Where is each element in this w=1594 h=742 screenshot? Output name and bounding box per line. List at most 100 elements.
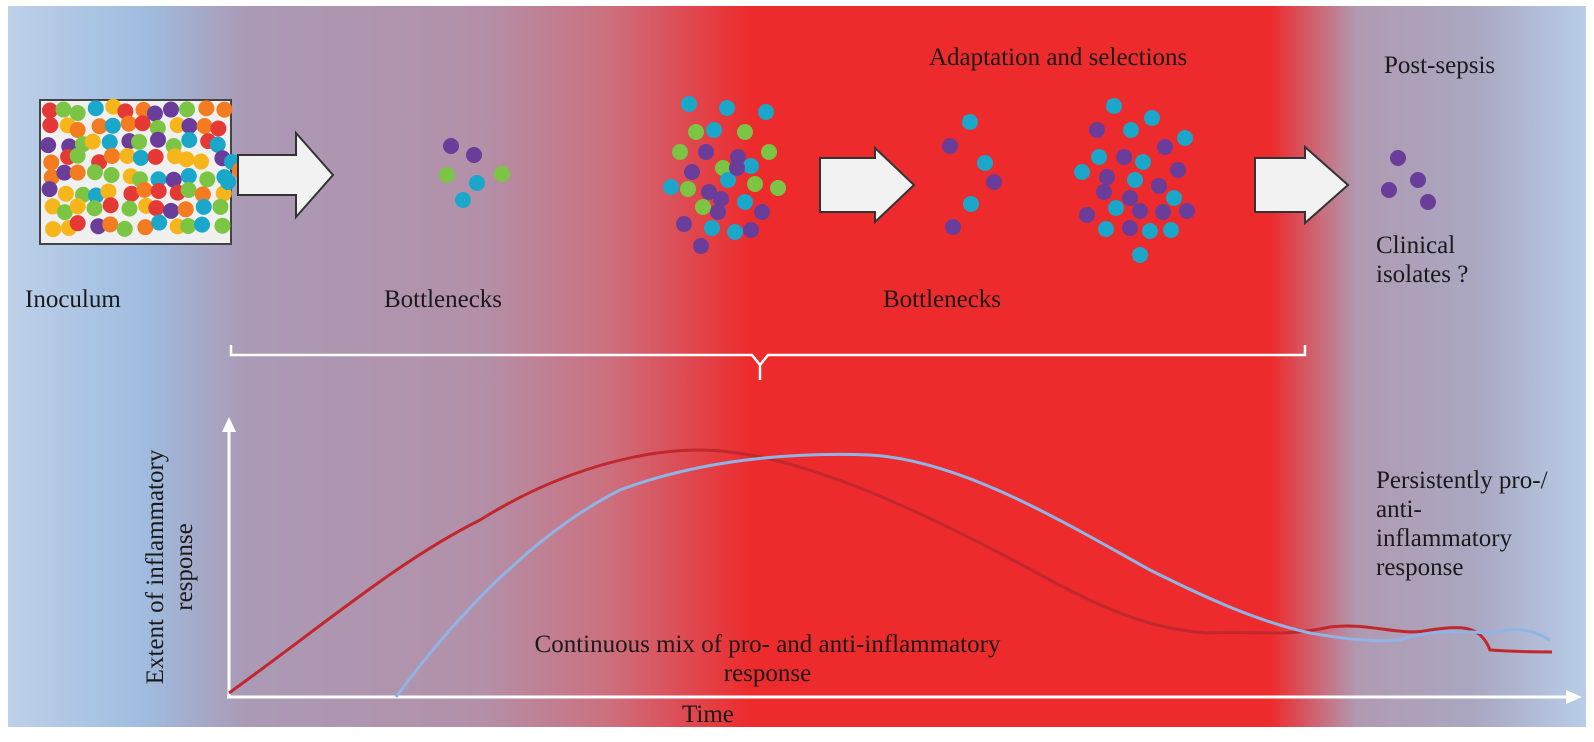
y-axis-arrowhead (222, 417, 236, 432)
bacterium-dot (102, 216, 119, 233)
timeline-bracket (229, 345, 1307, 380)
bacterium-dot (87, 100, 104, 117)
x-axis-label: Time (682, 701, 734, 728)
bacterium-dot (684, 164, 700, 180)
bacterium-dot (136, 181, 153, 198)
bacterium-dot (150, 183, 167, 200)
bacterium-dot (86, 200, 103, 217)
inoculum-bacteria (40, 98, 264, 238)
bacterium-dot (1170, 162, 1186, 178)
bacterium-dot (1144, 110, 1160, 126)
bacterium-dot (1123, 122, 1139, 138)
bacterium-dot (41, 181, 58, 198)
bacterium-dot (439, 167, 455, 183)
bacterium-dot (1177, 130, 1193, 146)
bacterium-dot (117, 103, 134, 120)
bacterium-dot (199, 171, 216, 188)
bacterium-dot (710, 204, 726, 220)
bacterium-dot (151, 214, 168, 231)
bacterium-dot (150, 171, 167, 188)
bacterium-dot (165, 171, 182, 188)
bacterium-dot (179, 101, 196, 118)
bacterium-dot (1122, 220, 1138, 236)
bacterium-dot (56, 204, 73, 221)
bacterium-dot (701, 184, 717, 200)
bacterium-dot (90, 218, 107, 235)
bacterium-dot (132, 149, 149, 166)
bacterium-dot (148, 200, 165, 217)
bacterium-dot (1132, 247, 1148, 263)
bacterium-dot (1420, 194, 1436, 210)
bacterium-dot (41, 102, 58, 119)
bacterium-dot (758, 104, 774, 120)
bacterium-dot (45, 221, 62, 238)
bacterium-dot (102, 197, 119, 214)
bacterium-dot (443, 138, 459, 154)
label-continuous-mix: Continuous mix of pro- and anti-inflamma… (534, 631, 1001, 687)
bacterium-dot (1381, 182, 1397, 198)
bacterium-dot (104, 117, 121, 134)
bacterium-dot (56, 164, 73, 181)
bacterium-dot (945, 219, 961, 235)
bacterium-dot (177, 201, 194, 218)
bacterium-dot (695, 199, 711, 215)
bacterium-dot (178, 151, 195, 168)
bacterium-dot (1098, 221, 1114, 237)
bacterium-dot (1155, 204, 1171, 220)
bacterium-dot (69, 215, 86, 232)
bacterium-dot (1132, 203, 1148, 219)
bacterium-dot (137, 219, 154, 236)
bacterium-dot (69, 121, 86, 138)
bacterium-dot (737, 124, 753, 140)
bottleneck-cluster-2 (942, 114, 1002, 235)
bacterium-dot (986, 174, 1002, 190)
label-bottlenecks-1: Bottlenecks (384, 286, 503, 313)
bacterium-dot (40, 137, 57, 154)
bacterium-dot (198, 100, 215, 117)
bacterium-dot (84, 133, 101, 150)
label-adaptation: Adaptation and selections (929, 44, 1188, 71)
label-clinical-isolates: Clinical isolates ? (1376, 232, 1469, 288)
bacterium-dot (743, 158, 759, 174)
bacterium-dot (720, 172, 736, 188)
arrow-icon (237, 130, 335, 220)
label-persistent-response: Persistently pro-/ anti-inflammatory res… (1376, 467, 1548, 581)
bacterium-dot (181, 118, 198, 135)
bacterium-dot (1116, 149, 1132, 165)
bacterium-dot (169, 117, 186, 134)
bacterium-dot (69, 105, 86, 122)
bacterium-dot (163, 202, 180, 219)
bacterium-dot (69, 164, 86, 181)
bacterium-dot (1079, 207, 1095, 223)
bacterium-dot (193, 216, 210, 233)
bacterium-dot (1089, 122, 1105, 138)
bacterium-dot (704, 220, 720, 236)
bacterium-dot (727, 224, 743, 240)
bacterium-dot (146, 105, 163, 122)
bacterium-dot (131, 133, 148, 150)
bacterium-dot (1091, 149, 1107, 165)
bacterium-dot (729, 160, 745, 176)
bacterium-dot (715, 160, 731, 176)
bacterium-dot (663, 179, 679, 195)
bacterium-dot (181, 132, 198, 149)
bacterium-dot (1390, 150, 1406, 166)
bacterium-dot (455, 192, 471, 208)
bacterium-dot (693, 238, 709, 254)
bacterium-dot (212, 198, 229, 215)
bacterium-dot (55, 101, 72, 118)
expanded-cluster-2 (1074, 98, 1195, 263)
bacterium-dot (123, 185, 140, 202)
bacterium-dot (466, 147, 482, 163)
bacterium-dot (44, 198, 61, 215)
bacterium-dot (1122, 190, 1138, 206)
bacterium-dot (1099, 169, 1115, 185)
bacterium-dot (103, 147, 120, 164)
bacterium-dot (101, 134, 118, 151)
bacterium-dot (150, 131, 167, 148)
bacterium-dot (193, 153, 210, 170)
bacterium-dot (963, 196, 979, 212)
bacterium-dot (942, 138, 958, 154)
bacterium-dot (681, 96, 697, 112)
bacterium-dot (103, 167, 120, 184)
